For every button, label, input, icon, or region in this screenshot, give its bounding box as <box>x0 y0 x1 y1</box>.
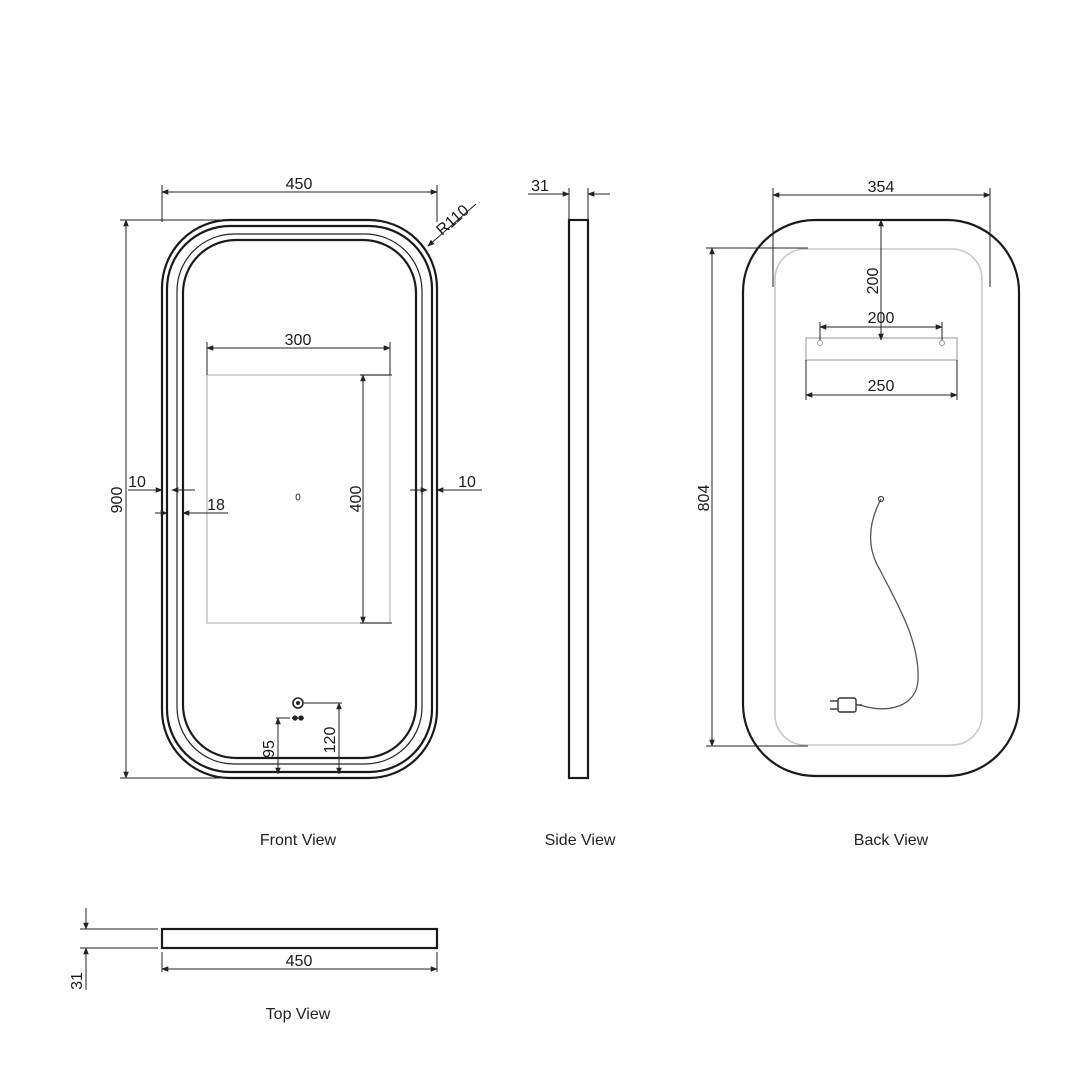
dim-back-height: 804 <box>696 485 713 512</box>
dim-bracket-spacing: 200 <box>868 310 895 327</box>
side-view: 31 <box>528 178 610 780</box>
front-frame-ring-2 <box>176 233 423 765</box>
dim-side-depth: 31 <box>531 178 549 195</box>
dim-back-width: 354 <box>868 179 895 196</box>
top-view: 450 31 <box>69 908 439 990</box>
top-profile <box>160 927 439 950</box>
dim-front-height: 900 <box>109 487 126 514</box>
dim-top-width: 450 <box>286 953 313 970</box>
dim-led-width: 300 <box>285 332 312 349</box>
dim-bracket-top: 200 <box>865 268 882 295</box>
dim-corner-radius: R110 <box>433 202 472 239</box>
side-profile <box>567 218 590 780</box>
front-frame-ring-1 <box>165 224 434 774</box>
button-icon <box>292 715 304 721</box>
dim-switch-120: 120 <box>322 727 339 754</box>
dim-inner-inset: 18 <box>207 497 225 514</box>
dim-switch-95: 95 <box>261 740 278 758</box>
cord-entry-point <box>877 495 885 503</box>
dim-left-inset: 10 <box>128 474 146 491</box>
bracket-hole-left <box>817 340 823 346</box>
front-outer-frame <box>160 218 439 780</box>
touch-switch-icon <box>292 697 304 709</box>
back-view: 354 804 200 200 250 <box>696 179 1021 778</box>
power-plug-icon <box>830 697 862 713</box>
power-cord <box>859 498 919 710</box>
caption-side-view: Side View <box>545 832 616 849</box>
dim-right-inset: 10 <box>458 474 476 491</box>
dim-led-height: 400 <box>348 486 365 513</box>
bracket-hole-right <box>939 340 945 346</box>
caption-back-view: Back View <box>854 832 929 849</box>
dim-bracket-length: 250 <box>868 378 895 395</box>
caption-front-view: Front View <box>260 832 337 849</box>
dim-front-width: 450 <box>286 176 313 193</box>
front-glass-edge <box>181 238 418 760</box>
caption-top-view: Top View <box>266 1006 331 1023</box>
wall-bracket <box>805 337 958 361</box>
touch-switch-dot <box>296 701 300 705</box>
front-led-panel <box>206 374 391 624</box>
front-view: 450 R110 900 300 400 10 18 10 <box>109 176 482 780</box>
sensor-icon <box>295 493 301 501</box>
dim-top-depth: 31 <box>69 972 86 990</box>
